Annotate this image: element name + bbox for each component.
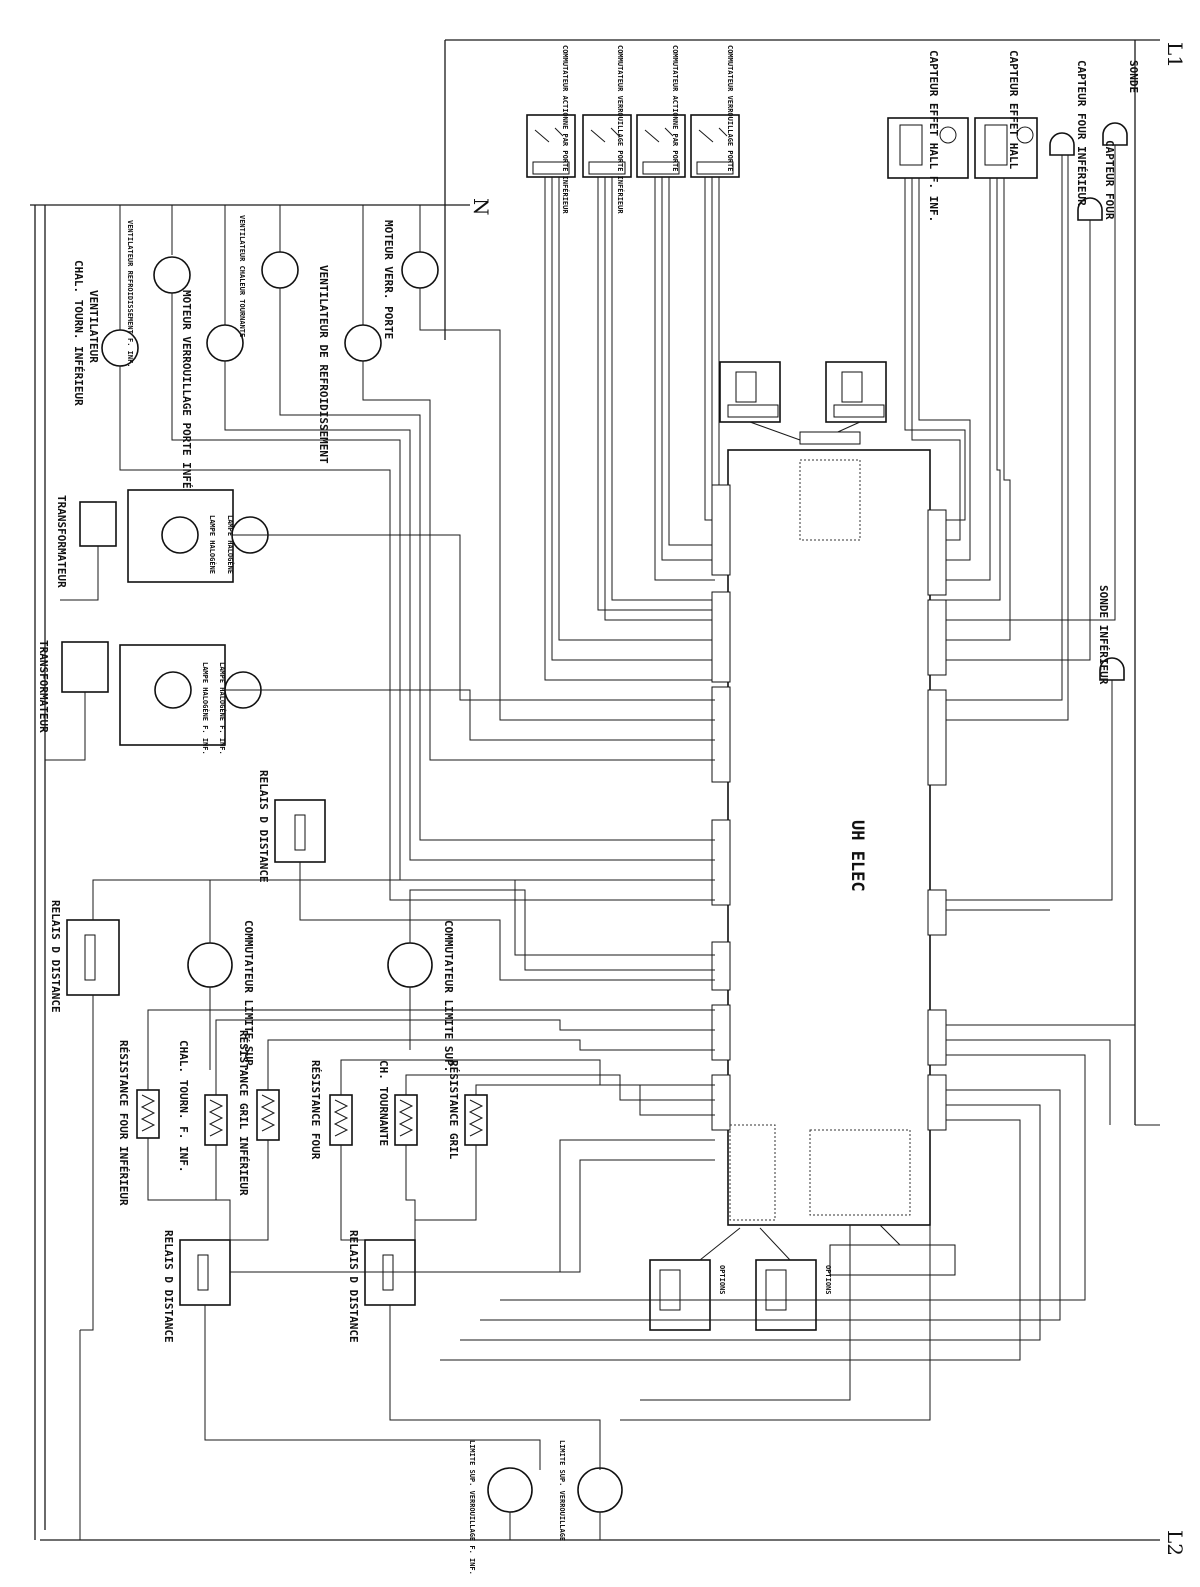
element-wires <box>80 862 715 1540</box>
lampe-halogene-1-label: LAMPE HALOGÈNE <box>208 515 217 574</box>
right-wires <box>79 909 1160 1540</box>
sonde-label: SONDE <box>1127 60 1140 93</box>
sonde-inf-icon <box>1099 657 1125 681</box>
lampe-halogene-inf-2-label: LAMPE HALOGÈNE F. INF. <box>218 662 227 755</box>
connector-p6 <box>711 1004 731 1061</box>
connector-r4 <box>927 889 947 936</box>
option-boards-top <box>719 361 887 445</box>
element-oven-lower <box>136 1089 160 1139</box>
lamp-halogen-lower-1 <box>154 671 192 709</box>
connector-p4 <box>711 819 731 906</box>
fan-cooling <box>344 324 382 362</box>
bottom-connector-strip <box>829 1244 956 1276</box>
transformateur-2-label: TRANSFORMATEUR <box>37 640 50 733</box>
chal-tourn-inf-label: CHAL. TOURN. F. INF. <box>177 1040 190 1172</box>
connector-p2 <box>711 591 731 683</box>
transformer-2 <box>61 641 109 693</box>
limit-switch-lock <box>577 1467 623 1513</box>
relais-4-label: RELAIS D DISTANCE <box>347 1230 360 1343</box>
motor-lock-lower <box>206 324 244 362</box>
vent-chaleur-tourn-label: VENTILATEUR CHALEUR TOURNANTE <box>238 215 246 337</box>
sonde-inf-label: SONDE INFÉRIEUR <box>1097 585 1110 685</box>
capteur-four-icon <box>1077 197 1103 221</box>
moteur-verr-label: MOTEUR VERR. PORTE <box>382 220 395 339</box>
options-1-label: OPTIONS <box>718 1265 726 1295</box>
probe-sensors <box>1049 122 1128 681</box>
limit-switch-1 <box>187 942 233 988</box>
connector-p5 <box>711 941 731 991</box>
l1-label: L1 <box>1163 42 1187 68</box>
connector-r6 <box>927 1074 947 1131</box>
hall-sensors <box>887 117 1038 179</box>
connector-p7 <box>711 1074 731 1131</box>
sensor-wires <box>904 145 1116 901</box>
moteur-verr-inf-label: MOTEUR VERROUILLAGE PORTE INFÉRIEUR <box>180 290 193 522</box>
board-label: UH ELEC <box>847 820 867 892</box>
limite-sup-label: LIMITE SUP. VERROUILLAGE <box>558 1440 566 1541</box>
transformateur-1-label: TRANSFORMATEUR <box>55 495 68 588</box>
limit-switch-lock-lower <box>487 1467 533 1513</box>
l2-label: L2 <box>1163 1530 1187 1556</box>
vent-refroid-inf-label: VENTILATEUR REFROIDISSEMENT F. INF. <box>126 220 134 368</box>
capteur-four-label: CAPTEUR FOUR <box>1103 140 1116 220</box>
board-connectors-left <box>711 484 731 1131</box>
option-boards-bottom <box>649 1224 956 1331</box>
connector-r3 <box>927 689 947 786</box>
comm-limite-sup-1-label: COMMUTATEUR LIMITE SUP. <box>242 920 255 1072</box>
connector-r1 <box>927 509 947 596</box>
heating-elements <box>136 1089 488 1146</box>
vent-refroid-label: VENTILATEUR DE REFROIDISSEMENT <box>317 265 330 464</box>
fan-cooling-lower <box>153 256 191 294</box>
relais-2-label: RELAIS D DISTANCE <box>49 900 62 1013</box>
connector-r2 <box>927 599 947 676</box>
lampe-halogene-2-label: LAMPE HALOGÈNE <box>226 515 235 574</box>
ch-tournante-label: CH. TOURNANTE <box>377 1060 390 1146</box>
door-switches <box>526 114 740 178</box>
capteur-four-inf-icon <box>1049 132 1075 156</box>
comm-limite-sup-2-label: COMMUTATEUR LIMITE SUP. <box>442 920 455 1072</box>
board-connectors-right <box>927 509 947 1131</box>
capteur-hall-label: CAPTEUR EFFET HALL <box>1007 50 1020 170</box>
connector-r5 <box>927 1009 947 1066</box>
motor-lock <box>401 251 439 289</box>
comm-porte-inf-label: COMMUTATEUR ACTIONNE PAR PORTE INFÉRIEUR <box>561 45 570 214</box>
lamp-wires <box>45 534 715 761</box>
transformer-1 <box>79 501 117 547</box>
res-gril-inf-label: RÉSISTANCE GRIL INFÉRIEUR <box>237 1030 250 1196</box>
lamp-halogen-1 <box>161 516 199 554</box>
relais-3-label: RELAIS D DISTANCE <box>162 1230 175 1343</box>
board-text-blocks <box>729 459 911 1221</box>
limite-sup-inf-label: LIMITE SUP. VERROUILLAGE F. INF. <box>468 1440 476 1575</box>
fan-convection <box>261 251 299 289</box>
res-four-label: RÉSISTANCE FOUR <box>309 1060 322 1160</box>
comm-porte-label: COMMUTATEUR ACTIONNE PAR PORTE <box>671 45 679 171</box>
halogen-lamps <box>61 489 269 746</box>
relais-1-label: RELAIS D DISTANCE <box>257 770 270 883</box>
vent-chal-tourn-inf-label: CHAL. TOURN. INFÉRIEUR <box>72 260 85 406</box>
capteur-hall-inf-label: CAPTEUR EFFET HALL F. INF. <box>927 50 940 222</box>
comm-verr-inf-label: COMMUTATEUR VERROUILLAGE PORTE INFÉRIEUR <box>616 45 625 214</box>
res-gril-label: RÉSISTANCE GRIL <box>447 1060 460 1160</box>
connector-p3 <box>711 686 731 783</box>
capteur-four-inf-label: CAPTEUR FOUR INFÉRIEUR <box>1075 60 1088 206</box>
lampe-halogene-inf-1-label: LAMPE HALOGÈNE F. INF. <box>201 662 210 755</box>
limit-switch-2 <box>387 942 433 988</box>
res-four-inf-label: RÉSISTANCE FOUR INFÉRIEUR <box>117 1040 130 1206</box>
left-motors <box>101 205 439 367</box>
switch-wires <box>544 177 720 681</box>
comm-verr-label: COMMUTATEUR VERROUILLAGE PORTE <box>726 45 734 171</box>
sonde-icon <box>1102 122 1128 146</box>
ventilateur-label: VENTILATEUR <box>87 290 100 363</box>
connector-p1 <box>711 484 731 576</box>
n-label: N <box>469 198 493 216</box>
control-board <box>727 449 931 1226</box>
options-2-label: OPTIONS <box>824 1265 832 1295</box>
